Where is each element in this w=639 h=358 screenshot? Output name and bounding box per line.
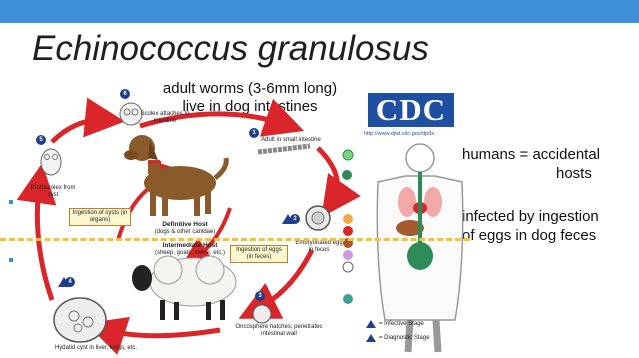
definitive-host-label: Definitive Host — [150, 221, 220, 228]
human-step-marker — [343, 250, 353, 260]
oncosphere-label: Oncosphere hatches; penetrates intestina… — [234, 324, 324, 338]
step-number: 6 — [121, 91, 129, 98]
step-number: 2 — [291, 216, 299, 223]
protoscolex-label: Protoscolex from cyst — [30, 185, 76, 199]
sheep-illustration — [132, 256, 236, 320]
infective-stage-icon — [366, 320, 376, 328]
cycle-arrow-protoscolex-to-scolex — [52, 120, 110, 142]
scolex-attaches-label: Scolex attaches to intestine — [135, 111, 195, 125]
diagnostic-stage-icon — [366, 334, 376, 342]
embryonated-egg-label: Embryonated egg in feces — [294, 240, 344, 254]
human-step-marker — [343, 294, 353, 304]
step-number: 4 — [66, 279, 74, 286]
legend-infective: = Infective Stage — [379, 321, 424, 327]
step-number: 1 — [250, 130, 258, 137]
human-step-marker — [342, 170, 352, 180]
adult-worm-figure — [258, 146, 310, 152]
adult-small-intestine-label: Adult in small intestine — [256, 137, 326, 144]
dog-illustration — [124, 135, 226, 216]
step-number: 5 — [37, 137, 45, 144]
human-step-marker — [343, 214, 353, 224]
oncosphere-figure — [253, 305, 271, 323]
intermediate-host-sublabel: (sheep, goats, swine, etc.) — [148, 250, 232, 257]
protoscolex-figure — [41, 149, 61, 175]
hydatid-cyst-figure — [54, 298, 106, 342]
ingestion-cysts-box: Ingestion of cysts (in organs) — [69, 208, 131, 226]
hydatid-cyst-label: Hydatid cyst in liver, lungs, etc. — [46, 345, 146, 352]
intermediate-host-label: Intermediate Host — [150, 242, 230, 249]
ingestion-eggs-box: Ingestion of eggs (in feces) — [230, 245, 288, 263]
host-divider-line — [0, 238, 470, 241]
definitive-host-sublabel: (dogs & other canidae) — [150, 229, 220, 236]
cycle-arrow-to-hydatid — [100, 328, 220, 336]
human-step-marker — [343, 226, 353, 236]
cycle-arrow-adult-to-egg — [318, 148, 337, 205]
human-step-marker — [343, 150, 353, 160]
human-step-marker — [343, 262, 353, 272]
step-number: 3 — [256, 293, 264, 300]
legend-diagnostic: = Diagnostic Stage — [379, 335, 430, 341]
